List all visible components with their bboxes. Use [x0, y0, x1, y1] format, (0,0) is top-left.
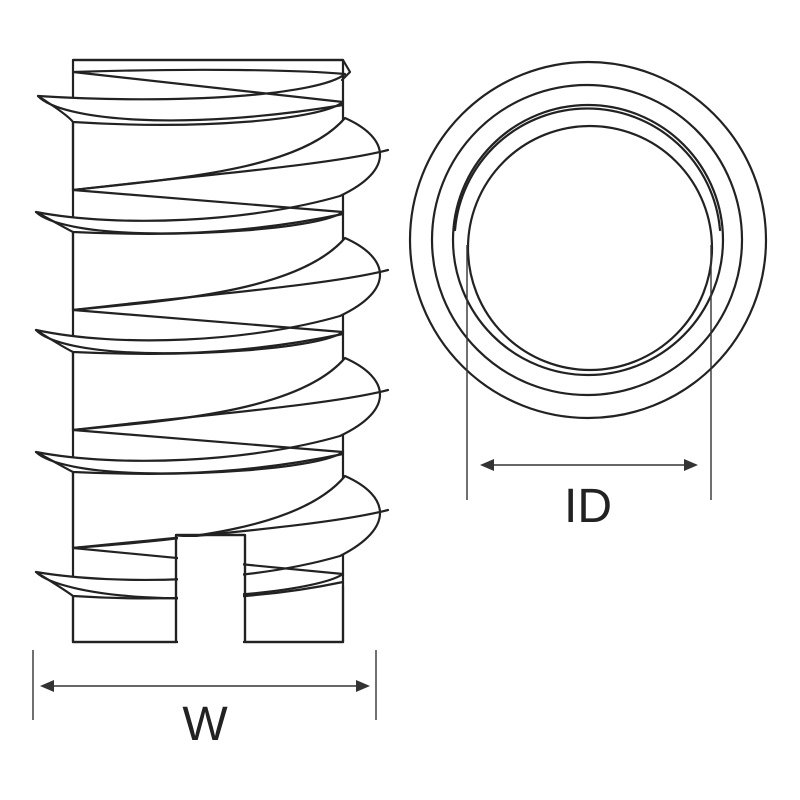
- width-arrow-left: [40, 680, 54, 692]
- outer-circle: [408, 60, 768, 420]
- top-edge: [71, 58, 352, 82]
- thread-edge-5: [34, 570, 345, 600]
- insert-side-view: [34, 58, 390, 645]
- slot-outline: [174, 533, 247, 644]
- inner-diameter-label: ID: [564, 480, 612, 533]
- inner-bore-circle: [466, 124, 714, 372]
- width-arrow-right: [356, 680, 370, 692]
- thread-flank-4: [71, 388, 390, 432]
- thread-flank-2: [71, 148, 390, 192]
- thread-edge-4: [34, 450, 345, 475]
- thread-crest-1: [36, 68, 347, 126]
- thread-flank-3: [71, 268, 390, 312]
- slot-opening: [178, 537, 243, 645]
- thread-helix: [34, 68, 390, 600]
- insert-top-view: [408, 60, 768, 420]
- thread-spiral-outer: [430, 83, 744, 397]
- id-arrow-left: [480, 459, 494, 471]
- thread-edge-3: [34, 328, 345, 355]
- width-dimension: W: [32, 650, 377, 751]
- width-label: W: [182, 698, 228, 751]
- thread-spiral-inner: [453, 107, 722, 232]
- thread-edge-2: [34, 210, 345, 235]
- thread-edge-1: [36, 94, 345, 122]
- id-arrow-right: [684, 459, 698, 471]
- thread-flank-5: [71, 508, 390, 550]
- inner-diameter-dimension: ID: [466, 245, 712, 533]
- thread-ring: [451, 103, 725, 377]
